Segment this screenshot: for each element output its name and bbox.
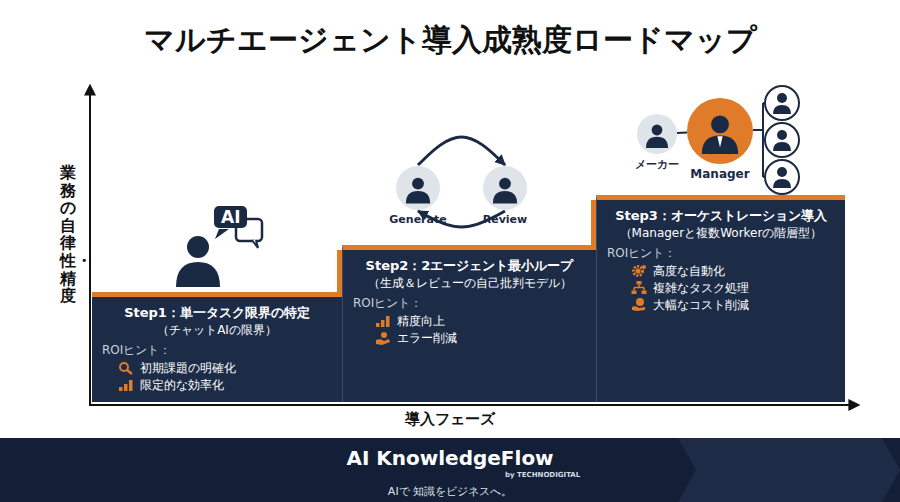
step-block: Step2：2エージェント最小ループ（生成＆レビューの自己批判モデル） ROIヒン… xyxy=(342,245,596,402)
person-circle xyxy=(482,165,528,211)
roi-row: 複雑なタスク処理 xyxy=(607,280,835,297)
roi-heading: ROIヒント： xyxy=(607,245,835,261)
agent-node: メーカー xyxy=(630,113,684,175)
step-subheading: （Managerと複数Workerの階層型） xyxy=(607,225,835,241)
agent-node: Generate xyxy=(385,165,451,229)
roi-row: 限定的な効率化 xyxy=(102,377,332,394)
roi-row: 高度な自動化 xyxy=(607,263,835,280)
y-axis xyxy=(89,86,91,405)
footer-band: AI KnowledgeFlowby TECHNODIGITAL AIで 知識をビ… xyxy=(0,438,900,502)
x-axis xyxy=(89,404,858,406)
step-subheading: （生成＆レビューの自己批判モデル） xyxy=(353,275,586,291)
roi-item: 限定的な効率化 xyxy=(140,377,224,394)
axis-label: 導入フェーズ xyxy=(0,410,900,429)
roi-icon xyxy=(118,361,134,376)
axis-label: 業務の自律性・精度 xyxy=(60,164,76,305)
diagram-title: マルチエージェント導入成熟度ロードマップ xyxy=(0,20,900,61)
connector xyxy=(677,132,687,134)
worker-tree xyxy=(753,103,765,177)
step-block: Step1：単一タスク限界の特定（チャットAIの限界） ROIヒント： 初期課題の明… xyxy=(92,292,342,402)
step-heading: Step1：単一タスク限界の特定 xyxy=(102,304,332,322)
footer-text: by TECHNODIGITAL xyxy=(505,471,580,479)
roi-item: 複雑なタスク処理 xyxy=(653,280,749,297)
roi-icon xyxy=(631,297,647,312)
roi-heading: ROIヒント： xyxy=(353,295,586,311)
connector xyxy=(418,137,505,165)
bubble-text: AI xyxy=(221,207,240,227)
chat-bubble: AI xyxy=(214,206,247,228)
agent-label: メーカー xyxy=(630,157,684,175)
agent-node: Review xyxy=(472,165,538,229)
worker-figure xyxy=(765,123,799,157)
roi-item: 初期課題の明確化 xyxy=(140,360,236,377)
roi-row: エラー削減 xyxy=(353,330,586,347)
agent-node: Manager xyxy=(684,97,756,184)
roi-row: 精度向上 xyxy=(353,313,586,330)
agent-label: Manager xyxy=(684,167,756,184)
step-subheading: （チャットAIの限界） xyxy=(102,322,332,338)
person-circle xyxy=(686,97,754,165)
agent-label: Generate xyxy=(385,213,451,229)
roi-icon xyxy=(375,314,391,329)
roi-icon xyxy=(375,331,391,346)
person-circle xyxy=(636,113,678,155)
step-block: Step3：オーケストレーション導入（Managerと複数Workerの階層型）… xyxy=(596,195,845,402)
worker-figure xyxy=(765,160,799,194)
roi-item: 高度な自動化 xyxy=(653,263,725,280)
roi-icon xyxy=(631,264,647,279)
user-figure xyxy=(176,236,220,287)
roi-item: 精度向上 xyxy=(397,313,445,330)
person-circle xyxy=(395,165,441,211)
footer-text: AI KnowledgeFlow xyxy=(0,446,900,470)
roi-row: 初期課題の明確化 xyxy=(102,360,332,377)
roi-row: 大幅なコスト削減 xyxy=(607,297,835,314)
roi-item: 大幅なコスト削減 xyxy=(653,297,749,314)
step-heading: Step3：オーケストレーション導入 xyxy=(607,207,835,225)
roi-icon xyxy=(631,281,647,296)
footer-text: AIで 知識をビジネスへ。 xyxy=(0,484,900,499)
agent-label: Review xyxy=(472,213,538,229)
step-heading: Step2：2エージェント最小ループ xyxy=(353,257,586,275)
roi-icon xyxy=(118,378,134,393)
worker-figure xyxy=(765,86,799,120)
roi-heading: ROIヒント： xyxy=(102,342,332,358)
roi-item: エラー削減 xyxy=(397,330,457,347)
